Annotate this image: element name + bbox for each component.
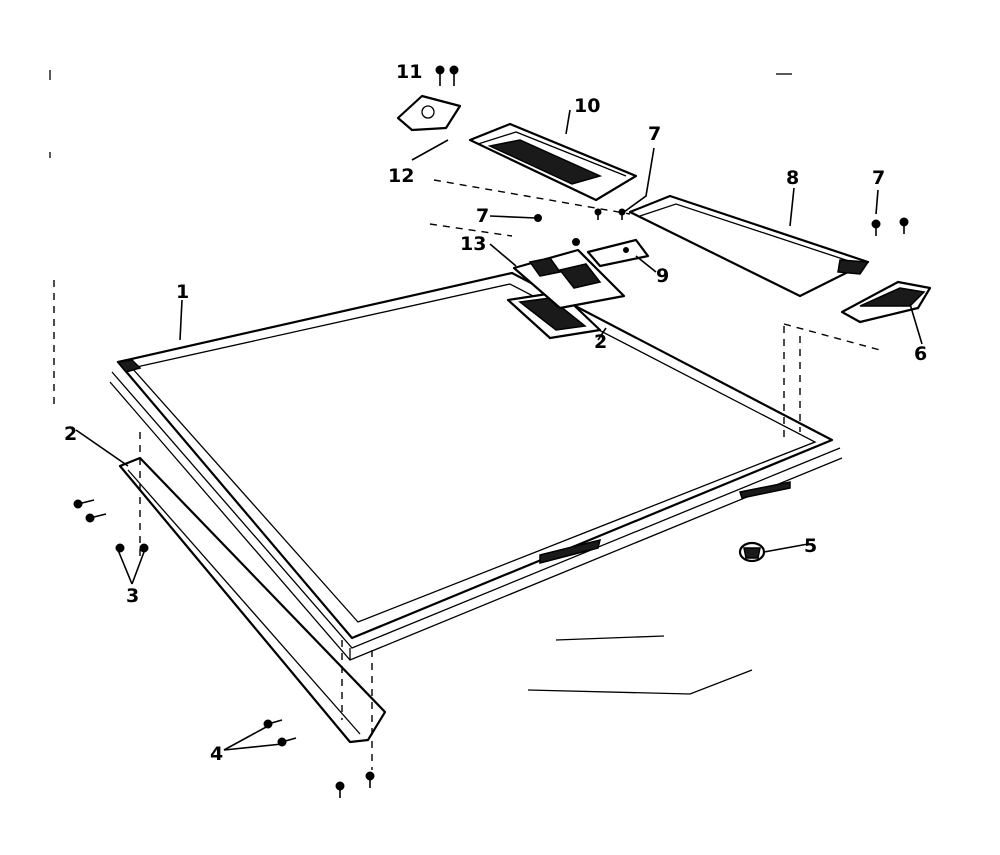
callout-2-rear: 2 xyxy=(594,331,607,353)
callout-3: 3 xyxy=(126,585,139,607)
callout-12: 12 xyxy=(388,165,414,187)
callout-labels: 1 2 2 3 4 5 6 7 7 7 8 9 10 11 12 13 xyxy=(64,61,927,765)
corner-cap xyxy=(840,280,932,324)
callout-13: 13 xyxy=(460,233,486,255)
hinge-bracket xyxy=(512,248,626,310)
callout-2: 2 xyxy=(64,423,77,445)
callout-4: 4 xyxy=(210,743,223,765)
small-plate xyxy=(586,238,650,268)
callout-7-c: 7 xyxy=(872,167,885,189)
callout-7-a: 7 xyxy=(476,205,489,227)
scan-marks xyxy=(49,70,792,695)
callout-5: 5 xyxy=(804,535,817,557)
rear-hinge-plate xyxy=(506,290,602,340)
callout-10: 10 xyxy=(574,95,600,117)
callout-11: 11 xyxy=(396,61,422,83)
callout-8: 8 xyxy=(786,167,799,189)
alignment-lines xyxy=(53,179,881,770)
callout-1: 1 xyxy=(176,281,189,303)
side-rail xyxy=(628,194,870,298)
latch-bracket xyxy=(396,94,462,132)
screws xyxy=(73,65,909,798)
bumper xyxy=(738,541,766,563)
callout-6: 6 xyxy=(914,343,927,365)
lid-panel xyxy=(109,271,843,661)
callout-9: 9 xyxy=(656,265,669,287)
rear-rail xyxy=(468,122,638,202)
callout-7-b: 7 xyxy=(648,123,661,145)
leader-lines xyxy=(75,109,923,751)
front-trim-strip xyxy=(118,456,387,744)
